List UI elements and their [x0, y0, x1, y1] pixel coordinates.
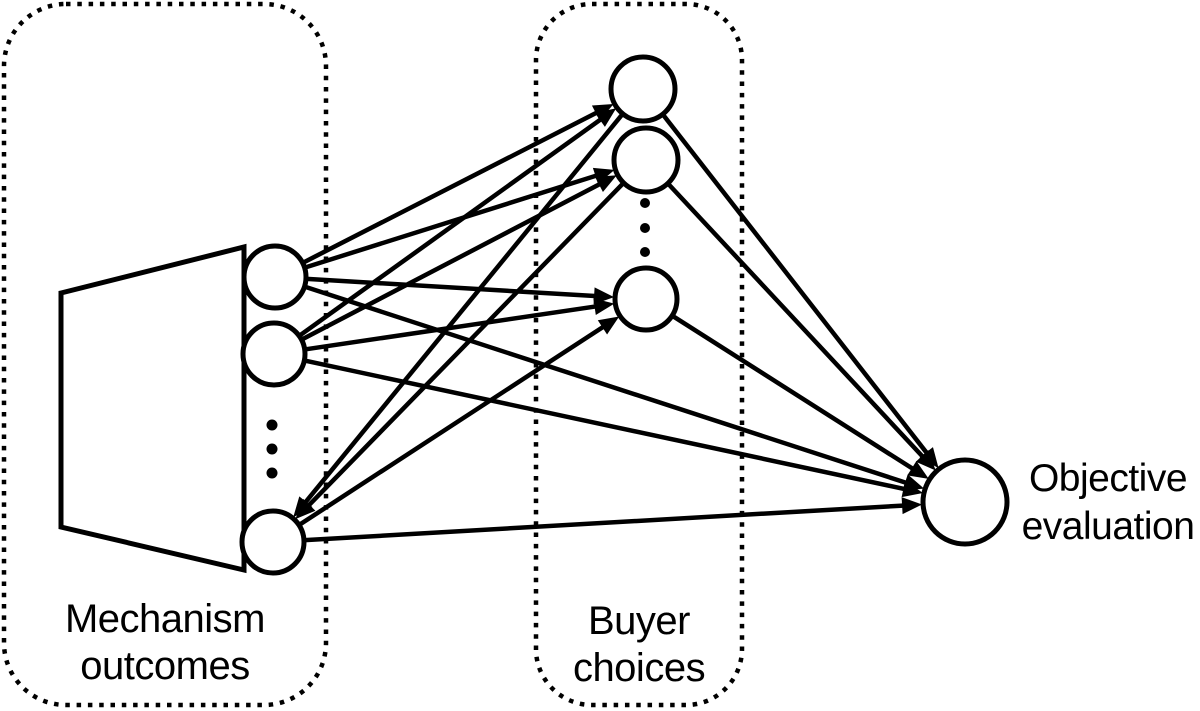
menu-trapezoid [58, 243, 247, 574]
outcome-ellipsis-dot-1 [266, 419, 278, 431]
label-mechanism-outcomes-line1: Mechanism [64, 597, 266, 641]
node-outcome-n [239, 508, 307, 576]
edge-outcome-2-to-objective [304, 358, 907, 492]
node-objective [920, 457, 1010, 547]
arrowhead-outcome-n-to-objective [901, 497, 923, 515]
group-boxes-layer [1, 1, 745, 708]
choice-ellipsis-dot-3 [640, 247, 650, 257]
outcome-ellipsis-dot-2 [266, 443, 278, 455]
edge-choice-1-to-outcome-n [302, 113, 624, 506]
edge-choice-2-to-outcome-n [305, 182, 625, 509]
label-objective-evaluation: Objective evaluation [1012, 455, 1200, 551]
trapezoid-layer [58, 243, 247, 574]
node-outcome-2 [240, 320, 308, 388]
edges-layer [293, 104, 939, 543]
label-objective-evaluation-line1: Objective [1028, 457, 1188, 500]
edge-outcome-2-to-choice-n [305, 303, 598, 352]
arrowhead-outcome-2-to-choice-2 [595, 175, 617, 193]
edge-outcome-1-to-choice-2 [304, 172, 599, 270]
arrowhead-outcome-2-to-objective [901, 480, 923, 498]
label-buyer-choices-line2: choices [572, 646, 706, 690]
node-choice-1 [608, 54, 678, 124]
label-objective-evaluation-line2: evaluation [1021, 505, 1195, 548]
edge-choice-2-to-objective [666, 182, 926, 460]
nodes-layer [239, 54, 1010, 576]
node-choice-2 [611, 125, 681, 195]
edge-outcome-1-to-choice-n [306, 276, 598, 299]
edge-outcome-2-to-choice-2 [301, 181, 603, 342]
arrowhead-outcome-n-to-choice-n [597, 316, 620, 335]
arrowhead-choice-n-to-objective [907, 461, 929, 479]
edge-outcome-1-to-objective [304, 284, 909, 486]
label-buyer-choices: Buyer choices [536, 598, 742, 692]
choice-ellipsis-dot-2 [640, 223, 650, 233]
edge-choice-n-to-objective [671, 314, 916, 472]
choice-ellipsis-dot-1 [640, 198, 650, 208]
node-choice-n [612, 265, 680, 333]
label-mechanism-outcomes-line2: outcomes [80, 644, 250, 688]
arrowhead-choice-2-to-outcome-n [295, 498, 316, 520]
node-outcome-1 [241, 243, 309, 311]
edge-outcome-1-to-choice-1 [302, 109, 600, 265]
label-mechanism-outcomes: Mechanism outcomes [4, 596, 326, 690]
arrowhead-choice-2-to-objective [915, 450, 936, 471]
label-buyer-choices-line1: Buyer [588, 599, 691, 643]
buyer-choices-box-border [533, 1, 745, 708]
ellipsis-layer [266, 198, 650, 479]
edge-outcome-n-to-objective [304, 503, 906, 543]
edge-choice-1-to-objective [661, 113, 930, 457]
outcome-ellipsis-dot-3 [266, 467, 278, 479]
edge-outcome-2-to-choice-1 [298, 116, 604, 338]
arrowhead-outcome-2-to-choice-1 [594, 108, 617, 127]
edge-outcome-n-to-choice-n [298, 323, 607, 527]
arrowhead-outcome-2-to-choice-n [593, 298, 615, 316]
